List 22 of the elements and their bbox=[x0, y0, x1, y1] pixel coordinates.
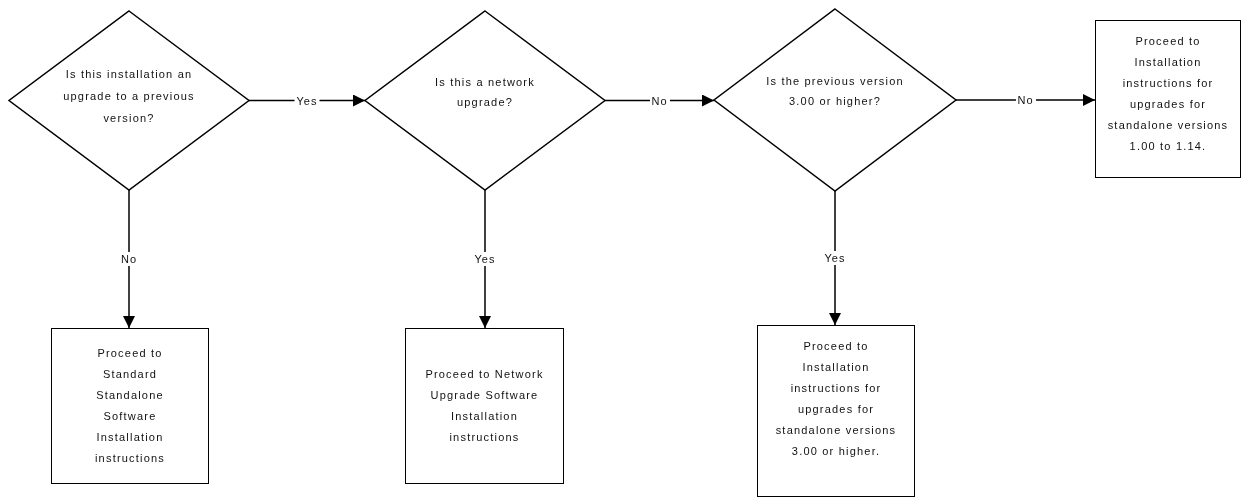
arrow bbox=[123, 189, 135, 329]
node-text: Is the previous version 3.00 or higher? bbox=[765, 74, 905, 109]
process-box bbox=[757, 325, 915, 497]
node-text: Proceed to Installation instructions for upgrades for standalone versions 3.00 or higher. bbox=[774, 339, 898, 459]
process-box bbox=[1095, 20, 1241, 178]
arrow bbox=[479, 189, 491, 329]
node-text: Proceed to Installation instructions for upgrades for standalone versions 1.00 to 1.14. bbox=[1106, 34, 1230, 154]
node-text: Is this a network upgrade? bbox=[434, 74, 536, 110]
process-box bbox=[405, 328, 564, 484]
node-text: Proceed to Network Upgrade Software Installation instructions bbox=[424, 367, 545, 445]
node-text: Proceed to Standard Standalone Software Installation instructions bbox=[93, 346, 166, 466]
arrow bbox=[604, 94, 715, 107]
decision-diamond bbox=[714, 9, 956, 191]
edge-label: Yes bbox=[472, 252, 498, 266]
decision-diamond bbox=[9, 11, 249, 190]
edge-label: Yes bbox=[822, 251, 848, 265]
node-text: Is this installation an upgrade to a previous version? bbox=[62, 66, 196, 126]
arrow bbox=[829, 190, 841, 326]
process-box bbox=[51, 328, 209, 484]
edge-label: No bbox=[1015, 93, 1036, 107]
decision-diamond bbox=[365, 11, 605, 190]
arrow bbox=[955, 94, 1096, 106]
